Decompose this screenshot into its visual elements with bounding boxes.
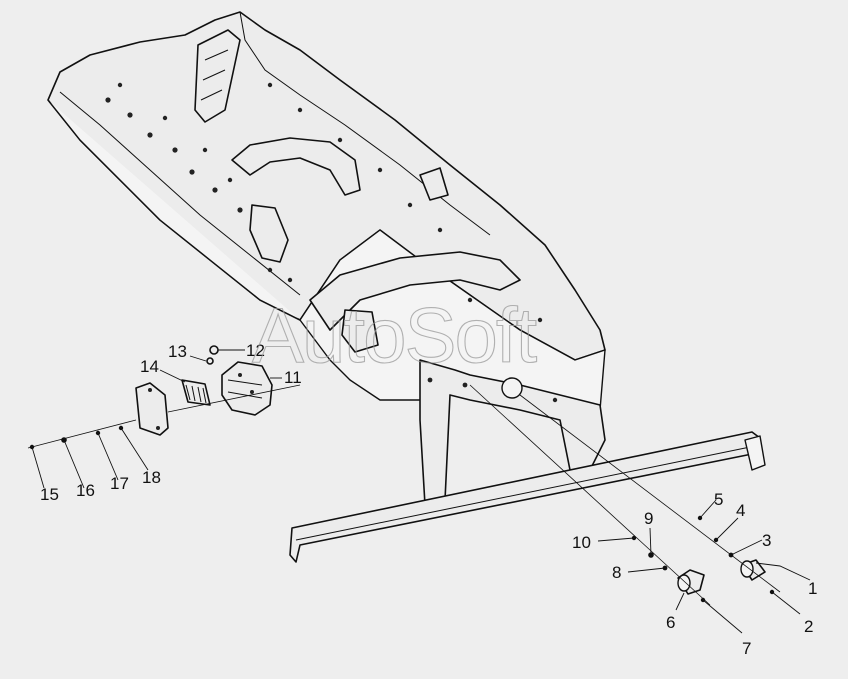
part-6-bushing xyxy=(677,569,705,595)
callout-2: 2 xyxy=(804,617,813,636)
callout-11: 11 xyxy=(284,368,302,387)
fastener-dots xyxy=(29,425,775,603)
callout-3: 3 xyxy=(762,531,771,550)
bumper-beam xyxy=(289,431,766,563)
callout-1: 1 xyxy=(808,579,817,598)
callout-17: 17 xyxy=(110,474,129,493)
leader-lines xyxy=(31,349,811,634)
callout-15: 15 xyxy=(40,485,59,504)
callout-6: 6 xyxy=(666,613,675,632)
part-1-sleeve xyxy=(740,559,766,581)
callout-16: 16 xyxy=(76,481,95,500)
callout-7: 7 xyxy=(742,639,751,658)
callout-labels: 1 2 3 4 5 6 7 8 9 10 11 12 13 14 15 16 1… xyxy=(40,341,817,658)
part-18-plate xyxy=(135,382,169,436)
assembly-axes xyxy=(27,384,781,606)
part-14-connector xyxy=(181,379,211,406)
callout-4: 4 xyxy=(736,501,745,520)
callout-12: 12 xyxy=(246,341,265,360)
callout-8: 8 xyxy=(612,563,621,582)
callout-10: 10 xyxy=(572,533,591,552)
watermark: AutoSoft xyxy=(252,291,538,379)
frame-rail xyxy=(47,11,606,506)
callout-13: 13 xyxy=(168,342,187,361)
callout-9: 9 xyxy=(644,509,653,528)
callout-18: 18 xyxy=(142,468,161,487)
callout-5: 5 xyxy=(714,490,723,509)
callout-14: 14 xyxy=(140,357,159,376)
part-12-13-fasteners xyxy=(206,345,219,365)
